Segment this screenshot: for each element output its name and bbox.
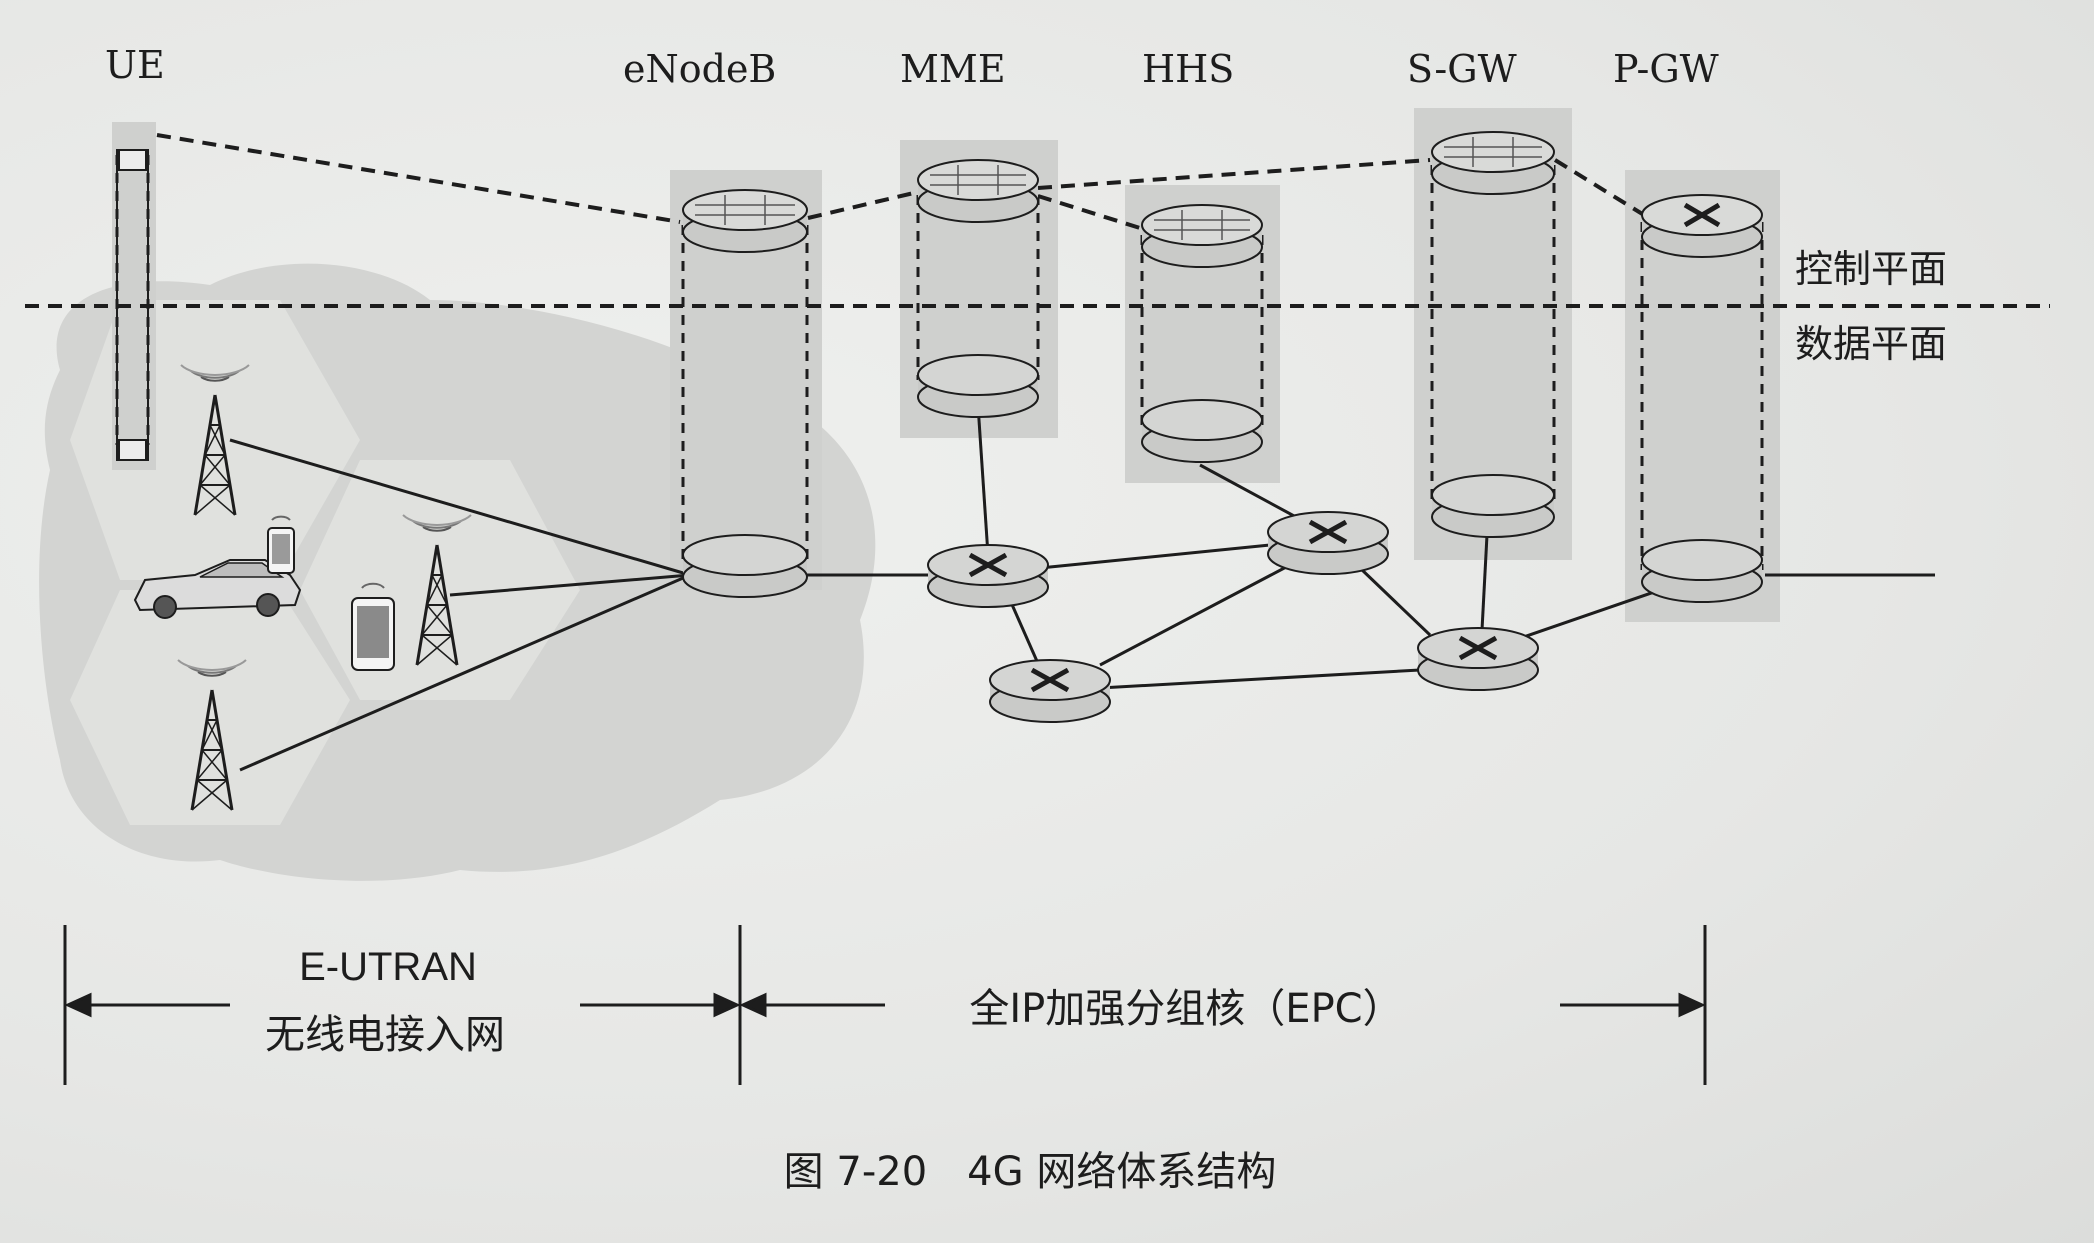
ue-top-cap	[118, 149, 147, 171]
hhs-control-router	[1141, 204, 1263, 268]
mme-control-router	[917, 159, 1039, 223]
mme-label: MME	[900, 47, 1006, 91]
phone-icon-large	[351, 582, 395, 671]
enodeb-control-router	[682, 189, 808, 253]
control-plane-label: 控制平面	[1795, 247, 1947, 291]
span-brackets	[63, 925, 1707, 1085]
mme-data-node	[917, 354, 1039, 418]
core-switch-3	[989, 659, 1111, 723]
pgw-label: P-GW	[1613, 47, 1719, 91]
eutran-zh-label: 无线电接入网	[265, 1012, 505, 1058]
car-icon	[133, 559, 302, 619]
pgw-control-switch	[1641, 194, 1763, 258]
radio-links	[229, 438, 691, 772]
figure-caption: 图 7-20 4G 网络体系结构	[784, 1149, 1277, 1195]
core-switch-2	[1267, 511, 1389, 575]
enodeb-label: eNodeB	[623, 47, 776, 91]
hhs-label: HHS	[1142, 47, 1234, 91]
data-plane-label: 数据平面	[1795, 322, 1947, 366]
pgw-data-node	[1641, 539, 1763, 603]
core-switch-1	[927, 544, 1049, 608]
core-switch-4	[1417, 627, 1539, 691]
epc-label: 全IP加强分组核（EPC）	[969, 986, 1402, 1032]
sgw-label: S-GW	[1407, 47, 1517, 91]
ue-bottom-cap	[118, 439, 147, 461]
enodeb-data-node	[682, 534, 808, 598]
sgw-control-router	[1431, 131, 1555, 195]
eutran-label: E-UTRAN	[299, 945, 477, 989]
control-links	[156, 133, 1646, 230]
hhs-data-node	[1141, 399, 1263, 463]
phone-icon-small	[267, 515, 295, 574]
ue-label: UE	[105, 43, 165, 87]
sgw-data-node	[1431, 474, 1555, 538]
data-links	[805, 404, 1935, 690]
